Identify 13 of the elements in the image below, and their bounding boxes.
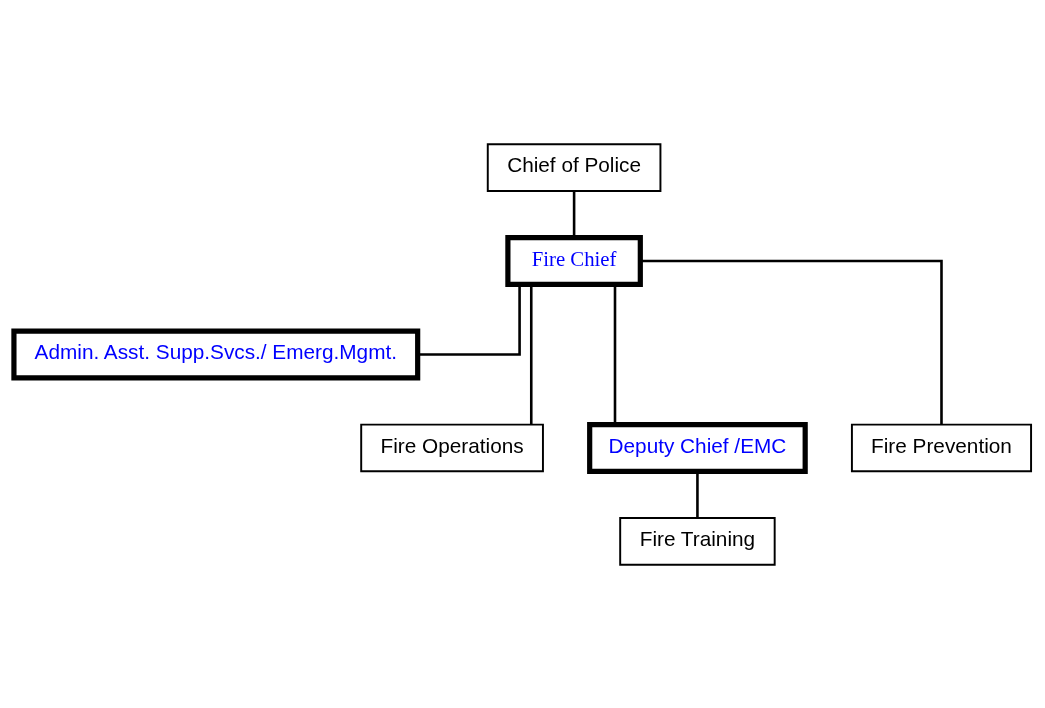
node-box: Admin. Asst. Supp.Svcs./ Emerg.Mgmt. <box>11 328 421 380</box>
node-box: Chief of Police <box>486 142 662 192</box>
connector <box>613 284 617 424</box>
node-box: Deputy Chief /EMC <box>587 421 808 474</box>
node-box: Fire Operations <box>360 423 544 472</box>
node-box: Fire Training <box>619 516 776 566</box>
node-box: Fire Chief <box>505 234 643 287</box>
connector <box>696 471 699 518</box>
connector <box>418 284 521 356</box>
connector <box>640 259 943 424</box>
connector <box>529 284 533 424</box>
node-box: Fire Prevention <box>850 423 1033 472</box>
connector <box>572 190 576 237</box>
